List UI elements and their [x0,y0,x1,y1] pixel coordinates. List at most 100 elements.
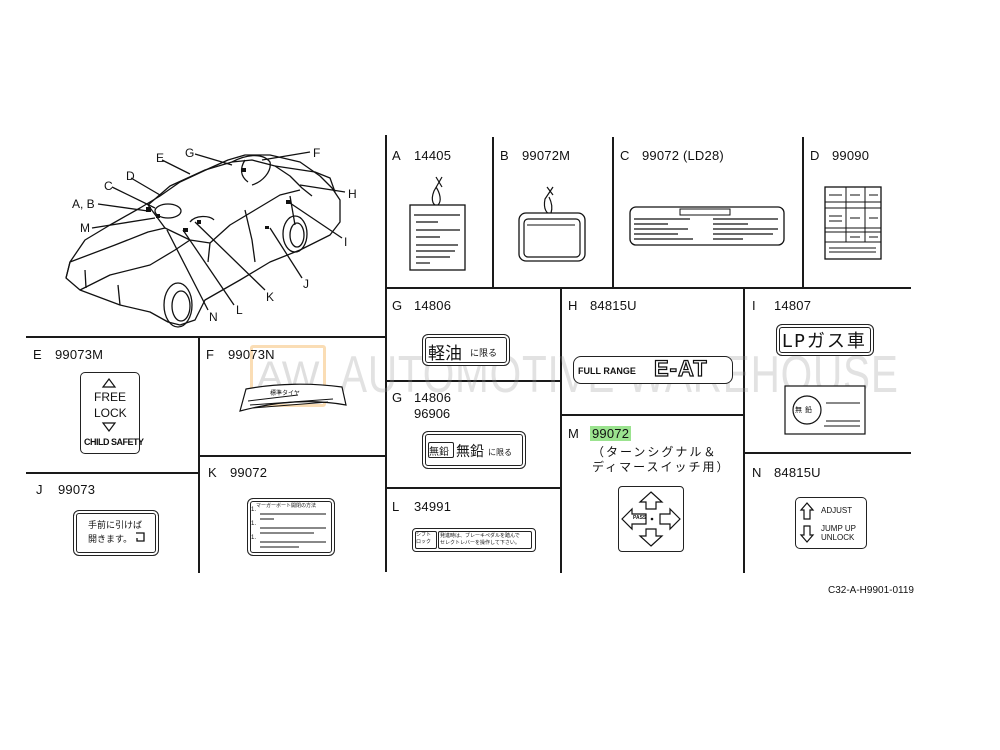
jump-up-text: JUMP UP [821,524,856,533]
shift-lock-text: シフトロック [416,532,432,545]
part-number: 84815U [774,465,821,480]
only-text: に限る [470,349,498,359]
note-line-1: （ターンシグナル＆ [592,445,718,459]
grid-line [26,336,386,338]
grid-line [560,288,562,573]
adjust-text: ADJUST [821,506,853,515]
only-text: に限る [488,448,512,457]
shift-lock-badge [415,531,437,549]
cell-l-label: L 34991 [392,499,451,514]
part-number: 84815U [590,298,637,313]
child-safety-label [80,372,140,454]
grid-line [802,137,804,287]
grid-line [560,414,744,416]
part-number: 99072 (LD28) [642,148,724,163]
cell-f-label: F 99073N [206,347,275,362]
callout-i: I [344,235,348,249]
callout-a-b: A, B [72,197,95,211]
pull-text-line2: 開きます。 [88,535,133,545]
grid-line [26,472,198,474]
arc-tire-label-f [239,383,347,412]
cell-letter: F [206,347,215,362]
part-number: 99073M [55,347,104,362]
unleaded-badge-text: 無鉛 [429,447,449,458]
unleaded-badge [428,442,454,458]
part-number: 34991 [414,499,452,514]
cell-letter: N [752,465,762,480]
grid-line [612,137,614,287]
cell-letter: E [33,347,42,362]
grid-line [386,487,561,489]
callout-e: E [156,151,165,165]
cell-letter: D [810,148,820,163]
unleaded-text: 無鉛 [456,444,484,460]
pull-text-line1: 手前に引けば [88,521,143,531]
grid-line [492,137,494,287]
child-safety-text: CHILD SAFETY [84,437,144,447]
item-3: 1. [251,535,257,541]
unleaded-circle-text: 無鉛 [795,406,815,414]
item-2: 1. [251,521,257,527]
callout-l: L [236,303,243,317]
instruction-title: マーガーボート開閉の方法 [256,503,317,509]
cell-e-label: E 99073M [33,347,103,362]
tag-label-a [409,176,466,271]
callout-m: M [80,221,90,235]
part-number: 14806 [414,390,452,405]
part-number: 99073 [58,482,96,497]
shift-lock-line1: 発進時は、ブレーキペダルを踏んで [440,533,520,539]
callout-g: G [185,146,195,160]
diagram-code: C32-A-H9901-0119 [828,585,914,596]
cell-n-label: N 84815U [752,465,821,480]
diesel-text: 軽油 [428,344,462,364]
part-number: 14807 [774,298,812,313]
direction-arrows-icon [621,491,681,547]
cell-letter: C [620,148,630,163]
eat-emblem [573,356,733,384]
part-number: 99072M [522,148,571,163]
grid-line [386,380,561,382]
part-number: 99073N [228,347,275,362]
cell-h-label: H 84815U [568,298,637,313]
part-number: 14405 [414,148,452,163]
lp-gas-text: LPガス車 [782,331,867,352]
car-illustration [65,151,346,328]
part-number-2: 96906 [414,406,451,421]
shift-lock-line2: セレクトレバーを操作して下さい。 [440,540,520,546]
instruction-lines [260,513,326,548]
pass-text: PASS [633,515,647,521]
grid-line [198,455,386,457]
grid-line [743,452,911,454]
unleaded-sticker [784,385,866,435]
part-number-highlighted: 99072 [590,426,632,441]
cell-letter: K [208,465,217,480]
callout-j: J [303,277,309,291]
grid-line [743,288,745,573]
lock-text: LOCK [94,406,127,420]
cell-letter: H [568,298,578,313]
triangle-down-icon [101,422,117,432]
callout-d: D [126,169,135,183]
item-1: 1. [251,507,257,513]
eat-text: E-AT [653,355,708,381]
instruction-label-k [247,498,335,556]
cell-c-label: C 99072 (LD28) [620,148,724,163]
unlock-text: UNLOCK [821,533,855,542]
callout-k: K [266,290,275,304]
pull-arrow-icon [136,532,145,542]
cell-letter: I [752,298,756,313]
diesel-only-label [422,334,510,366]
table-label-d [824,186,882,260]
callout-h: H [348,187,357,201]
arrow-down-icon [799,525,815,543]
arrow-up-icon [799,502,815,520]
note-line-2: ディマースイッチ用） [592,460,731,474]
cell-letter: L [392,499,400,514]
